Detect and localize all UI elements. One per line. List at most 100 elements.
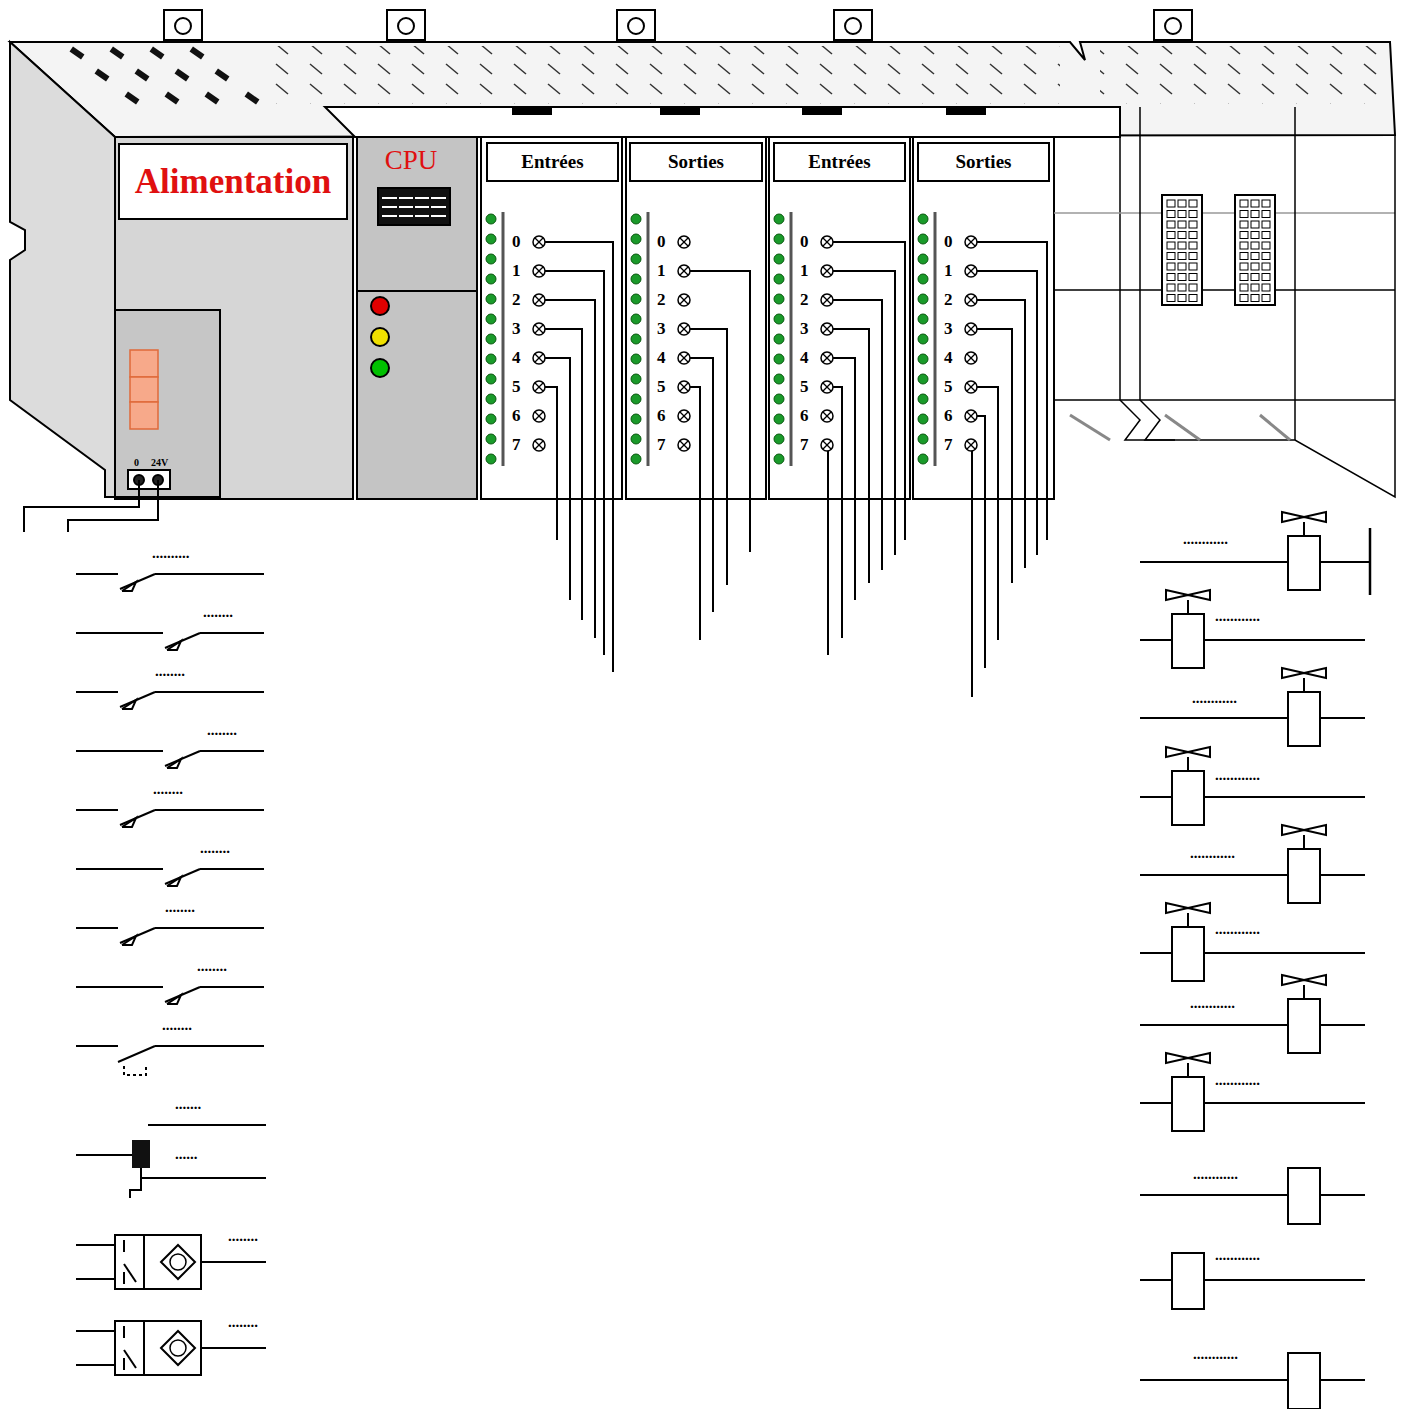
wire <box>967 383 975 391</box>
module-name: Sorties <box>668 151 724 173</box>
wire <box>680 238 688 246</box>
address-placeholder: ...... <box>175 1147 198 1162</box>
module-title-box: Entrées <box>486 142 619 182</box>
wire <box>200 750 264 752</box>
terminal <box>965 236 977 248</box>
status-led <box>774 274 784 284</box>
wire <box>823 383 831 391</box>
terminal <box>533 381 545 393</box>
pin-number: 3 <box>944 320 953 337</box>
terminal <box>533 410 545 422</box>
status-led <box>774 334 784 344</box>
connector-pin <box>1178 221 1186 228</box>
actuator <box>122 700 136 709</box>
wire <box>76 1278 115 1280</box>
connector-pin <box>1167 263 1175 270</box>
status-led <box>631 254 641 264</box>
status-led <box>631 434 641 444</box>
hanger <box>1154 10 1192 40</box>
coil <box>1288 1168 1320 1224</box>
connector-pin <box>1167 232 1175 239</box>
wire <box>967 296 975 304</box>
wire <box>165 633 200 648</box>
valve-handle <box>1166 1053 1210 1063</box>
valve-body <box>1172 927 1204 981</box>
wire <box>535 325 543 333</box>
terminal <box>821 294 833 306</box>
wire <box>823 238 831 246</box>
connector-pin <box>1167 200 1175 207</box>
wire <box>680 441 688 449</box>
actuator <box>167 759 181 768</box>
terminal <box>965 323 977 335</box>
status-led <box>486 314 496 324</box>
connector-pin <box>1178 232 1186 239</box>
wire <box>1187 600 1189 614</box>
address-placeholder: .......... <box>152 546 190 561</box>
module-name: Entrées <box>808 151 870 173</box>
address-placeholder: ............ <box>1215 1248 1260 1263</box>
wire <box>76 573 118 575</box>
pin-number: 2 <box>944 291 953 308</box>
wire <box>1140 874 1365 876</box>
wire <box>76 750 163 752</box>
status-led <box>486 374 496 384</box>
wire <box>1303 985 1305 999</box>
connector-pin <box>1167 211 1175 218</box>
connector-pin <box>1251 295 1259 302</box>
terminal <box>821 352 833 364</box>
wire <box>823 267 831 275</box>
pin-number: 0 <box>657 233 666 250</box>
status-led <box>918 394 928 404</box>
coil <box>1172 1253 1204 1309</box>
status-led <box>918 354 928 364</box>
wire <box>148 1124 266 1126</box>
wire <box>680 412 688 420</box>
status-led <box>918 414 928 424</box>
connector-pin <box>1262 253 1270 260</box>
status-led <box>774 234 784 244</box>
wire <box>680 383 688 391</box>
status-led <box>631 334 641 344</box>
status-led <box>631 294 641 304</box>
wire <box>967 412 975 420</box>
wire <box>535 383 543 391</box>
wire <box>934 212 937 466</box>
wire <box>971 445 972 697</box>
wire <box>76 1330 115 1332</box>
valve-handle <box>1282 512 1326 522</box>
pin-number: 1 <box>800 262 809 279</box>
wire <box>680 267 688 275</box>
status-led <box>918 214 928 224</box>
terminal <box>678 410 690 422</box>
address-placeholder: ............ <box>1215 609 1260 624</box>
terminal <box>678 236 690 248</box>
status-led <box>486 234 496 244</box>
actuator <box>167 995 181 1004</box>
pin-number: 5 <box>944 378 953 395</box>
address-placeholder: ............ <box>1192 691 1237 706</box>
hanger <box>617 10 655 40</box>
connector-pin <box>1178 295 1186 302</box>
wire <box>535 354 543 362</box>
status-led <box>486 394 496 404</box>
terminal <box>965 294 977 306</box>
wire <box>123 1326 125 1338</box>
wire <box>155 691 264 693</box>
pin-number: 1 <box>512 262 521 279</box>
wire <box>1140 561 1370 563</box>
status-led <box>774 354 784 364</box>
wire <box>967 354 975 362</box>
coil <box>1288 1353 1320 1409</box>
wire <box>1140 1024 1365 1026</box>
wire <box>200 986 264 988</box>
connector-pin <box>1167 221 1175 228</box>
actuator <box>122 936 136 945</box>
wire <box>680 383 688 391</box>
hanger-hole <box>175 18 191 34</box>
connector-pin <box>1240 232 1248 239</box>
address-placeholder: ........ <box>203 605 233 620</box>
address-placeholder: ............ <box>1193 1347 1238 1362</box>
pin-number: 4 <box>512 349 521 366</box>
wire <box>971 271 1037 555</box>
